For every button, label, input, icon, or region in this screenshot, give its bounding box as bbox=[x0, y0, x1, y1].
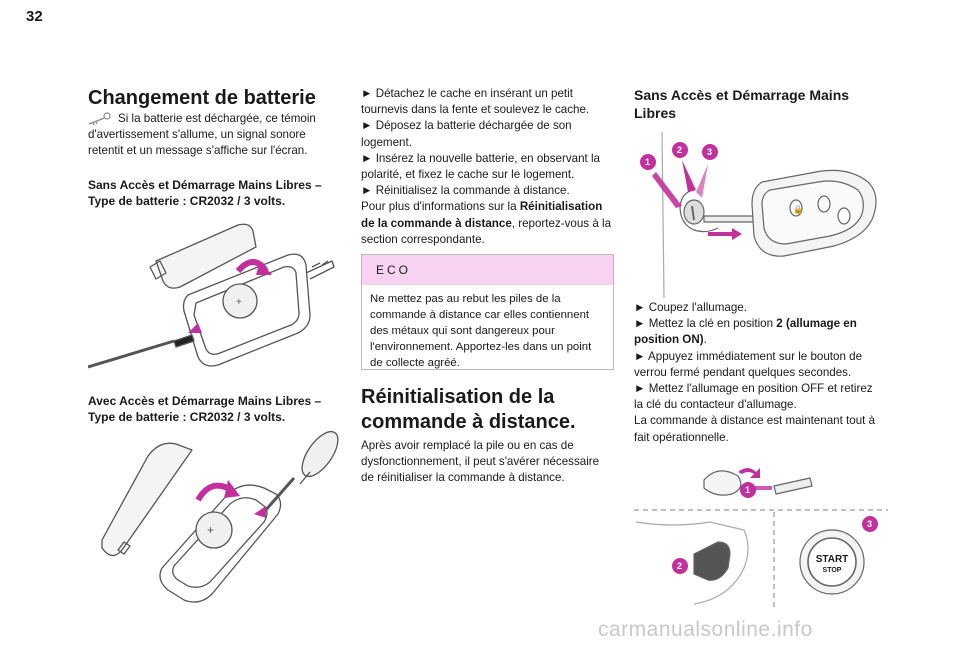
svg-text:3: 3 bbox=[707, 147, 712, 157]
svg-text:2: 2 bbox=[677, 561, 682, 571]
svg-text:2: 2 bbox=[677, 145, 682, 155]
svg-text:1: 1 bbox=[645, 157, 650, 167]
svg-text:+: + bbox=[207, 523, 214, 537]
page-number: 32 bbox=[26, 8, 43, 25]
closing-text: La commande à distance est maintenant to… bbox=[634, 414, 876, 444]
battery-change-title: Changement de batterie bbox=[88, 87, 316, 109]
reinit-steps: ► Coupez l'allumage. ► Mettez la clé en … bbox=[634, 300, 882, 446]
svg-text:+: + bbox=[236, 297, 242, 308]
eco-box: ECO Ne mettez pas au rebut les piles de … bbox=[361, 254, 614, 370]
step-press-lock: ► Appuyez immédiatement sur le bouton de… bbox=[634, 349, 863, 379]
step-key-position-2: ► Mettez la clé en position 2 (allumage … bbox=[634, 317, 857, 347]
step-detach-cover: ► Détachez le cache en insérant un petit… bbox=[361, 87, 590, 117]
svg-text:3: 3 bbox=[867, 519, 872, 529]
step-ignition-off-remove: ► Mettez l'allumage en position OFF et r… bbox=[634, 382, 873, 412]
step-reinitialize: ► Réinitialisez la commande à distance. bbox=[361, 184, 570, 198]
watermark: carmanualsonline.info bbox=[598, 618, 813, 641]
battery-warning-text: Si la batterie est déchargée, ce témoin … bbox=[88, 112, 316, 158]
more-info-text: Pour plus d'informations sur la Réinitia… bbox=[361, 200, 612, 246]
battery-type-subtitle-2: Avec Accès et Démarrage Mains Libres – T… bbox=[88, 394, 322, 424]
no-keyless-title: Sans Accès et Démarrage Mains Libres bbox=[634, 87, 850, 121]
reinit-intro-text: Après avoir remplacé la pile ou en cas d… bbox=[361, 439, 600, 485]
start-stop-illustration: 1 2 3 START STOP bbox=[634, 468, 888, 608]
step-insert-battery: ► Insérez la nouvelle batterie, en obser… bbox=[361, 151, 600, 182]
ignition-key-illustration: 🔒 1 2 3 bbox=[640, 132, 877, 298]
eco-title: ECO bbox=[362, 255, 613, 285]
battery-type-subtitle-1: Sans Accès et Démarrage Mains Libres – T… bbox=[88, 178, 322, 208]
reinit-link-text: Réinitialisation de la commande à distan… bbox=[361, 200, 603, 230]
key-battery-illustration-2: + bbox=[101, 430, 339, 603]
start-label: START bbox=[816, 554, 849, 565]
step-remove-battery: ► Déposez la batterie déchargée de son l… bbox=[361, 119, 572, 149]
step-ignition-off: ► Coupez l'allumage. bbox=[634, 301, 747, 314]
svg-text:🔒: 🔒 bbox=[793, 205, 803, 214]
svg-text:1: 1 bbox=[745, 485, 750, 495]
stop-label: STOP bbox=[823, 567, 842, 574]
eco-text: Ne mettez pas au rebut les piles de la c… bbox=[370, 293, 592, 369]
battery-steps: ► Détachez le cache en insérant un petit… bbox=[361, 86, 615, 248]
key-battery-illustration-1: + bbox=[88, 223, 335, 369]
key-warning-icon bbox=[88, 112, 111, 126]
